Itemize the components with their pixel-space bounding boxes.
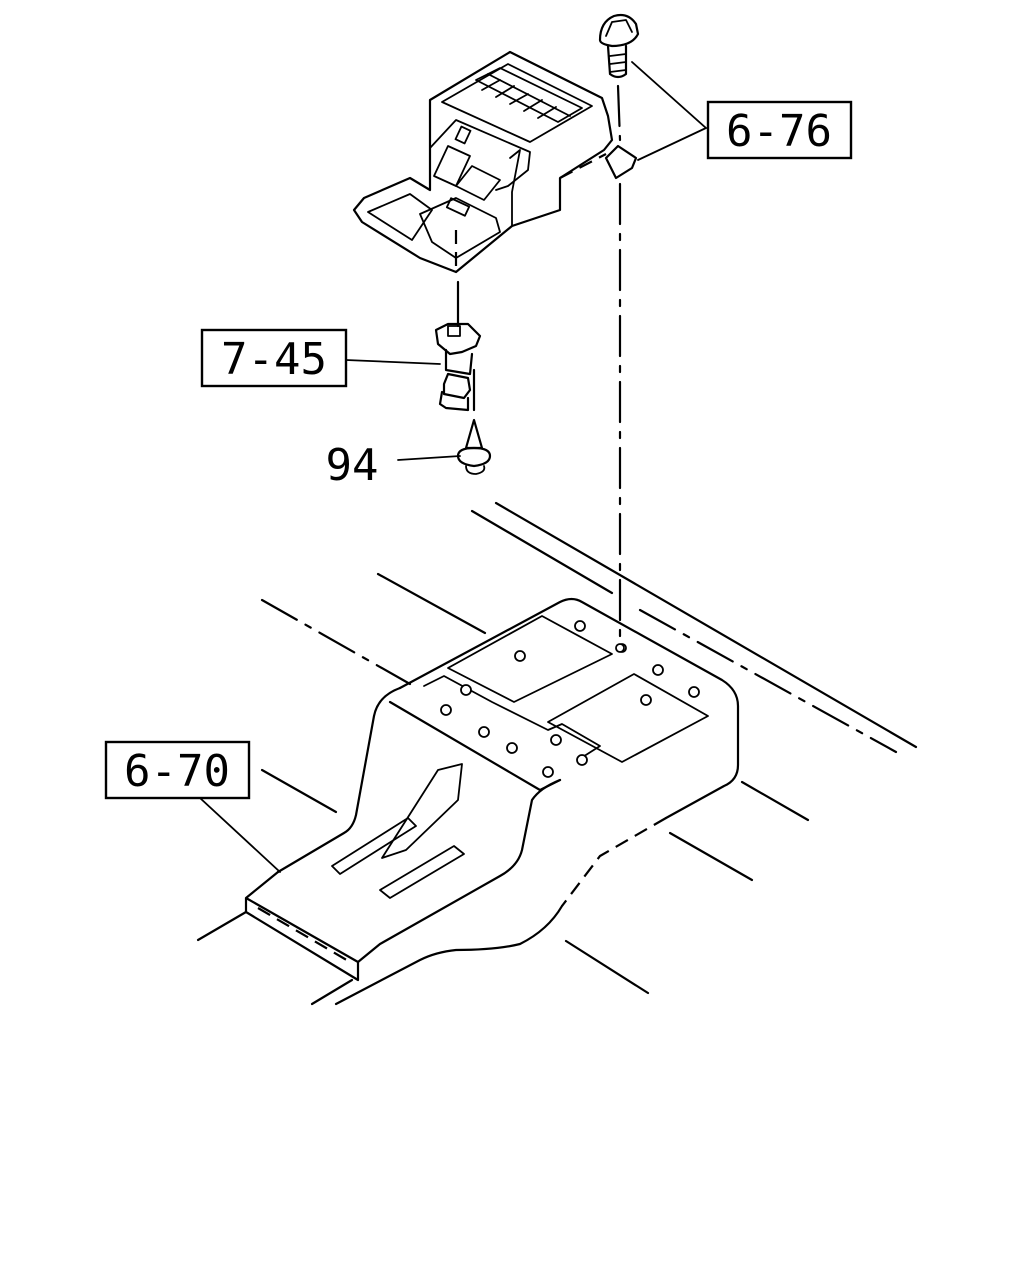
clip-push-pin-part [456, 418, 492, 475]
floor-guide-lines [196, 501, 918, 1006]
callout-6-70[interactable]: 6-70 [104, 740, 251, 800]
callout-6-76-text: 6-76 [726, 106, 832, 157]
switch-connector-part [434, 280, 482, 422]
center-console-box [352, 50, 614, 274]
callout-94[interactable]: 94 [326, 440, 379, 491]
leader-lines [199, 61, 707, 873]
callout-6-76[interactable]: 6-76 [706, 100, 853, 160]
screw-part [598, 13, 640, 653]
callout-7-45-text: 7-45 [221, 334, 327, 385]
callout-7-45[interactable]: 7-45 [200, 328, 348, 388]
callout-6-70-text: 6-70 [124, 746, 230, 797]
floor-console-tunnel [244, 597, 740, 1006]
callout-94-text: 94 [326, 440, 379, 491]
